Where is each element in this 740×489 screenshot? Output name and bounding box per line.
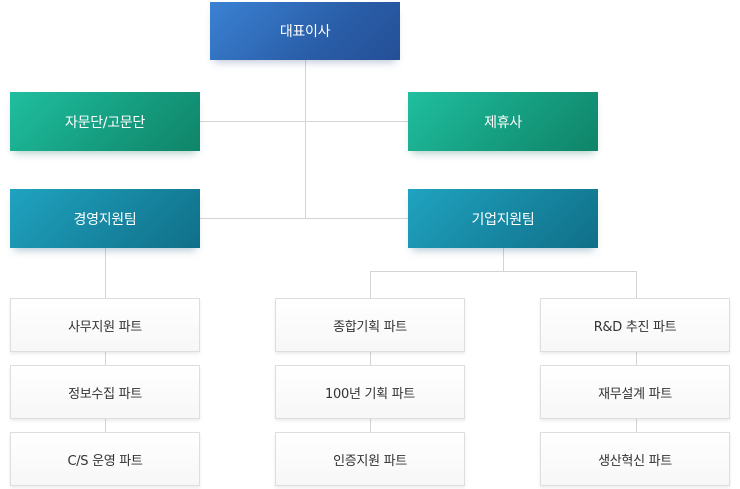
part-planning-label: 종합기획 파트 [333,319,407,335]
connector-rnd-column [636,271,637,433]
part-century-box: 100년 기획 파트 [275,365,465,419]
connector-planning-column [370,271,371,433]
advisory-box: 자문단/고문단 [10,92,200,151]
part-innovation-label: 생산혁신 파트 [598,453,672,469]
part-finance-box: 재무설계 파트 [540,365,730,419]
part-info-label: 정보수집 파트 [68,386,142,402]
part-innovation-box: 생산혁신 파트 [540,432,730,486]
part-cert-box: 인증지원 파트 [275,432,465,486]
part-planning-box: 종합기획 파트 [275,298,465,352]
mgmt-team-box: 경영지원팀 [10,189,200,248]
connector-advisory-partner [199,121,409,122]
part-rnd-box: R&D 추진 파트 [540,298,730,352]
part-cs-box: C/S 운영 파트 [10,432,200,486]
connector-corp-drop [503,248,504,271]
corp-team-box: 기업지원팀 [408,189,598,248]
part-office-label: 사무지원 파트 [68,319,142,335]
part-info-box: 정보수집 파트 [10,365,200,419]
part-rnd-label: R&D 추진 파트 [593,319,677,335]
part-office-box: 사무지원 파트 [10,298,200,352]
part-finance-label: 재무설계 파트 [598,386,672,402]
connector-ceo-trunk [305,60,306,218]
ceo-label: 대표이사 [279,24,331,40]
connector-teams [199,218,409,219]
connector-corp-branch [370,271,636,272]
ceo-box: 대표이사 [210,2,400,60]
part-cert-label: 인증지원 파트 [333,453,407,469]
part-century-label: 100년 기획 파트 [325,386,415,402]
partner-label: 제휴사 [484,114,522,131]
partner-box: 제휴사 [408,92,598,151]
advisory-label: 자문단/고문단 [65,114,145,131]
mgmt-team-label: 경영지원팀 [73,211,137,228]
corp-team-label: 기업지원팀 [471,211,535,228]
part-cs-label: C/S 운영 파트 [67,453,143,469]
